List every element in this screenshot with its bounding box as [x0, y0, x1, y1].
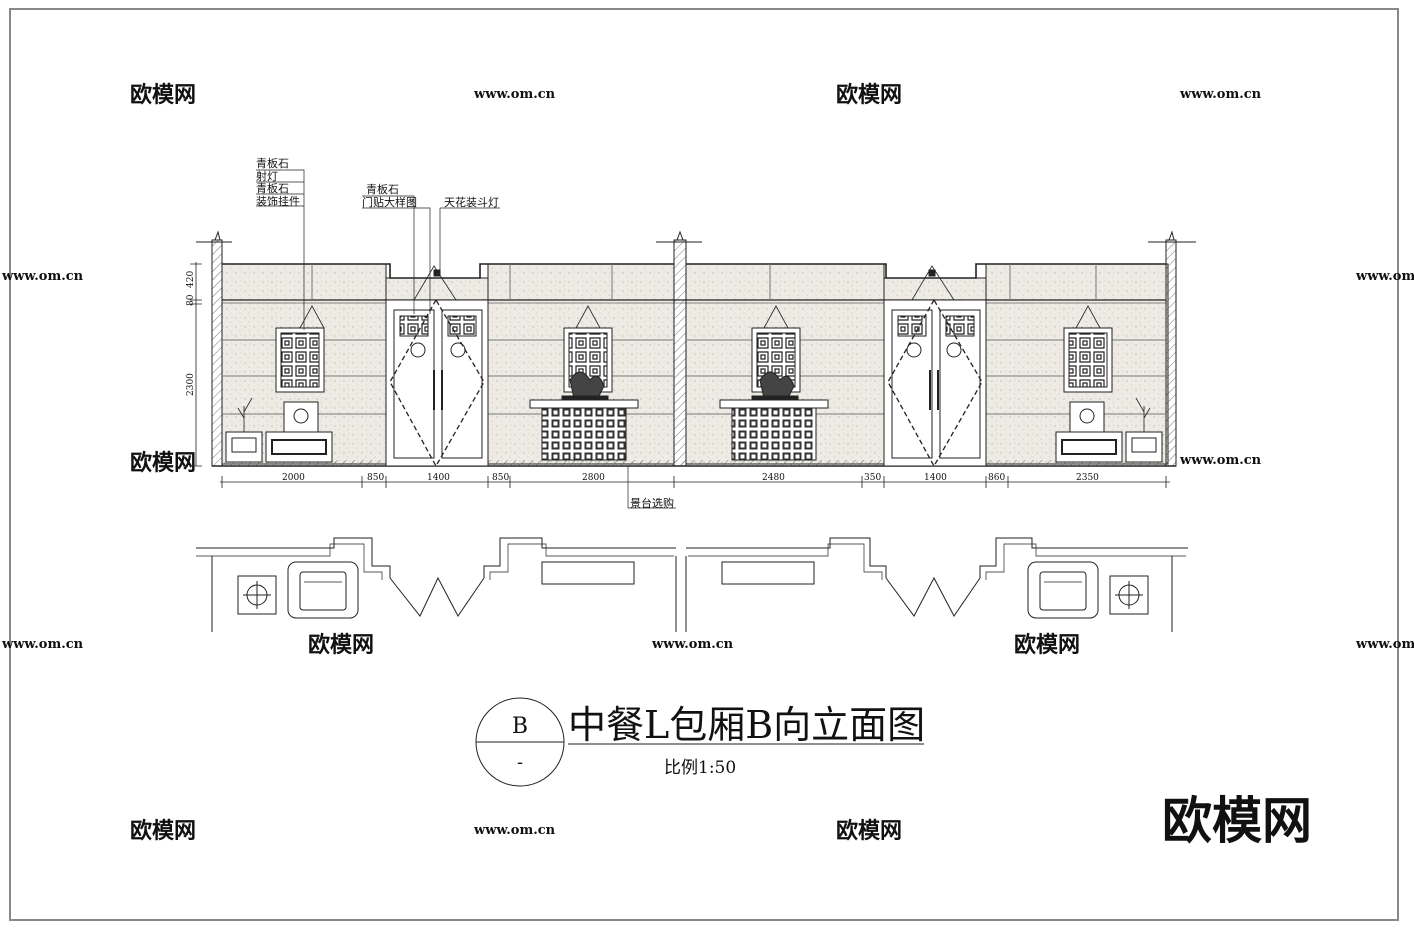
dim-9: 860: [988, 473, 1005, 483]
callout-mid-1: 青板石: [366, 182, 399, 196]
vdim-2: 80: [186, 294, 196, 306]
dim-2: 850: [367, 473, 384, 483]
callout-ceiling: 天花装斗灯: [444, 196, 499, 209]
dim-5: 2800: [582, 473, 605, 483]
watermark-url: www.om.cn: [473, 87, 556, 102]
plan-table-right: [1109, 575, 1149, 615]
lattice-panel-right: [1063, 305, 1113, 393]
plan-cabinet-right: [721, 561, 815, 585]
callout-left-3: 青板石: [256, 181, 289, 195]
watermark-brand: 欧模网: [130, 82, 196, 108]
dim-4: 850: [492, 473, 509, 483]
watermark-brand: 欧模网: [308, 632, 374, 658]
watermark-brand: 欧模网: [130, 450, 196, 476]
vdim-3: 2300: [186, 373, 196, 396]
callout-bottom: 景台选购: [630, 496, 674, 510]
corner-logo: 欧模网: [1162, 792, 1312, 850]
plan-view: [196, 537, 1188, 632]
wall-panel-top-a: [385, 277, 489, 301]
sofa-right: [1055, 397, 1163, 463]
section-letter: B: [512, 714, 528, 739]
wall-panel-top-b: [883, 277, 987, 301]
dim-1: 2000: [282, 473, 305, 483]
dim-8: 1400: [924, 473, 947, 483]
watermark-url: www.om.cn: [651, 637, 734, 652]
watermark-url: www.om.cn: [1179, 453, 1262, 468]
section-sub: -: [517, 752, 523, 773]
watermark-url: www.om.cn: [1355, 637, 1414, 652]
watermark-url: www.om.cn: [1, 269, 84, 284]
column-right: [1165, 239, 1177, 467]
sofa-left: [225, 397, 333, 463]
watermark-url: www.om.cn: [1179, 87, 1262, 102]
vdim-1: 420: [186, 271, 196, 288]
watermark-url: www.om.cn: [1, 637, 84, 652]
plan-cabinet-left: [541, 561, 635, 585]
callout-mid-2: 门贴大样图: [362, 195, 417, 209]
callout-left-1: 青板石: [256, 156, 289, 170]
watermark-url: www.om.cn: [473, 823, 556, 838]
plan-armchair-right: [1027, 561, 1099, 619]
column-center: [673, 239, 687, 467]
title-block: B - 中餐L包厢B向立面图 比例1:50: [475, 697, 925, 787]
display-cabinet-right: [719, 371, 829, 461]
watermark-brand: 欧模网: [836, 818, 902, 844]
column-left: [211, 239, 223, 467]
elevation-view: [196, 169, 1196, 509]
drawing-scale: 比例1:50: [664, 758, 736, 778]
dimension-chain-vertical: 420 80 2300: [186, 262, 202, 467]
watermark-brand: 欧模网: [1014, 632, 1080, 658]
dimension-chain-horizontal: 2000 850 1400 850 2800 2480 350 1400 860…: [220, 473, 1170, 488]
display-cabinet-left: [529, 371, 639, 461]
watermark-brand: 欧模网: [130, 818, 196, 844]
sheet-border: [9, 8, 1399, 921]
callout-left-2: 射灯: [256, 169, 278, 183]
dim-3: 1400: [427, 473, 450, 483]
dim-7: 350: [864, 473, 881, 483]
watermark-layer: 欧模网 www.om.cn 欧模网 www.om.cn www.om.cn ww…: [1, 82, 1414, 844]
drawing-title: 中餐L包厢B向立面图: [568, 703, 925, 747]
plan-table-left: [237, 575, 277, 615]
callout-left-4: 装饰挂件: [256, 194, 300, 208]
plan-armchair-left: [287, 561, 359, 619]
lattice-panel-left: [275, 305, 325, 393]
watermark-url: www.om.cn: [1355, 269, 1414, 284]
callouts: 青板石 射灯 青板石 装饰挂件 青板石 门贴大样图 天花装斗灯 景台选购: [256, 156, 674, 510]
dim-10: 2350: [1076, 473, 1099, 483]
watermark-brand: 欧模网: [836, 82, 902, 108]
dim-6: 2480: [762, 473, 785, 483]
